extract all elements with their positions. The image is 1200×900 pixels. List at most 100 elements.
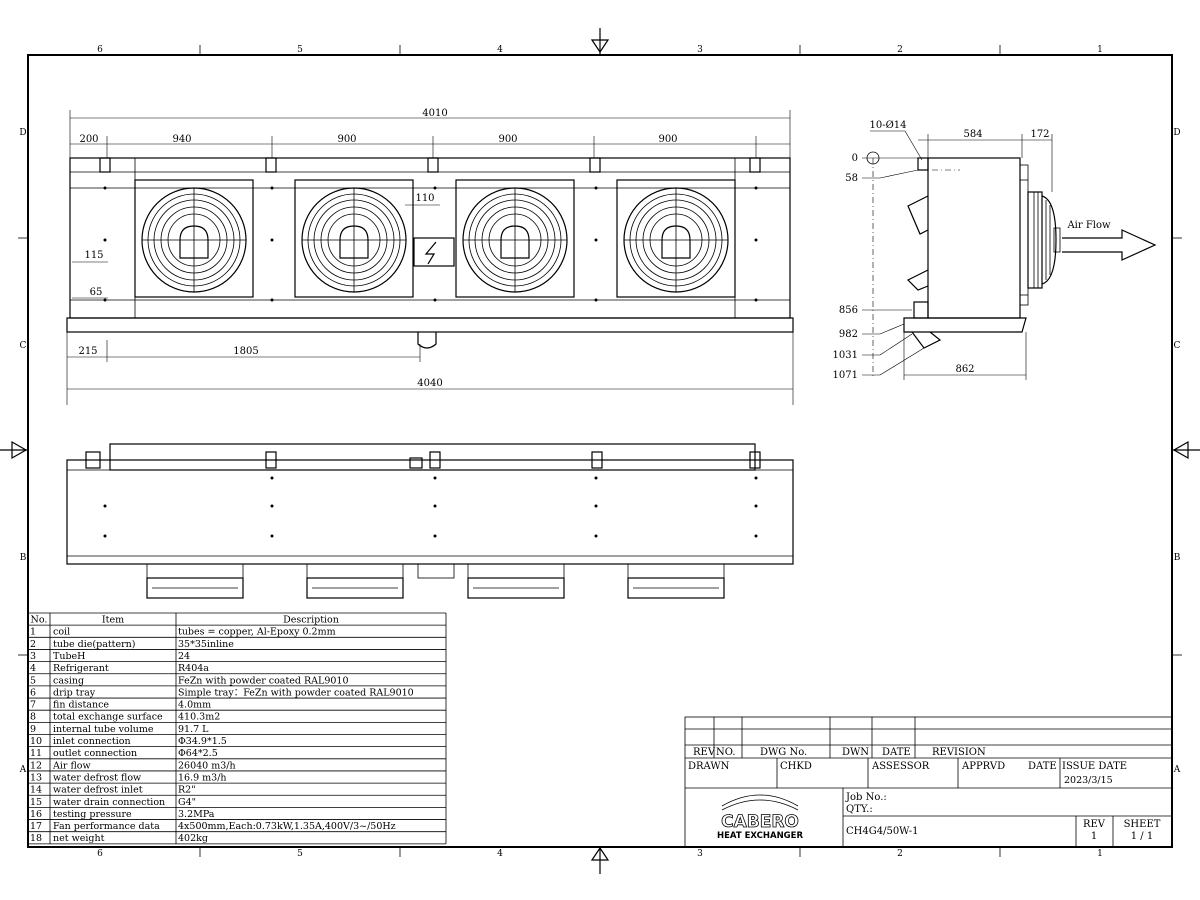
dim-overall-width: 4010 xyxy=(422,108,447,119)
mounting-brackets xyxy=(99,157,761,173)
spec-row-description: 4.0mm xyxy=(178,700,211,711)
tb-rev-header: REV xyxy=(693,747,716,758)
dim-segment-940: 940 xyxy=(172,134,191,145)
side-fan xyxy=(1027,191,1061,289)
spec-header-description: Description xyxy=(283,615,339,626)
level-58: 58 xyxy=(845,173,858,184)
spec-row-no: 9 xyxy=(30,724,36,735)
side-drain xyxy=(911,331,942,349)
zone-top-3: 3 xyxy=(697,45,703,55)
spec-row-no: 5 xyxy=(30,675,36,686)
spec-row-no: 2 xyxy=(30,639,36,650)
spec-row-item: casing xyxy=(53,675,84,686)
drip-tray xyxy=(66,317,794,333)
dim-segment-900-b: 900 xyxy=(498,134,517,145)
logo-subtitle: HEAT EXCHANGER xyxy=(717,831,803,841)
spec-row-item: net weight xyxy=(53,833,105,844)
spec-row-description: G4" xyxy=(178,797,196,808)
spec-row-description: 402kg xyxy=(178,833,208,844)
zone-top-4: 4 xyxy=(497,45,503,55)
zone-labels: 6 5 4 3 2 1 6 5 4 3 2 1 D C B A D C B A xyxy=(19,45,1181,859)
zone-right-B: B xyxy=(1174,553,1181,563)
tb-drawn: DRAWN xyxy=(688,761,730,772)
spec-row-item: Air flow xyxy=(52,760,91,771)
spec-row-description: 26040 m3/h xyxy=(178,760,236,771)
spec-row-item: total exchange surface xyxy=(53,712,163,723)
dim-1805: 1805 xyxy=(233,346,258,357)
zone-bottom-4: 4 xyxy=(497,849,503,859)
dim-overall-bottom: 4040 xyxy=(417,378,442,389)
logo-text: CABERO xyxy=(721,812,799,832)
zone-left-A: A xyxy=(19,765,27,775)
spec-row-description: 16.9 m3/h xyxy=(178,772,227,783)
spec-row-no: 16 xyxy=(30,809,42,820)
front-dimensions: 4010 200 940 900 900 900 110 115 65 215 … xyxy=(66,108,794,405)
spec-row-item: internal tube volume xyxy=(53,724,154,735)
spec-row-item: water defrost inlet xyxy=(53,785,143,796)
hole-spec: 10-Ø14 xyxy=(869,120,906,131)
spec-row-description: 410.3m2 xyxy=(178,712,220,723)
fan-4 xyxy=(616,179,736,298)
dim-segment-900-a: 900 xyxy=(337,134,356,145)
tb-rev-value: 1 xyxy=(1091,831,1097,842)
tb-date: DATE xyxy=(1028,761,1057,772)
center-mark-bottom xyxy=(590,846,610,874)
spec-row-no: 8 xyxy=(30,712,36,723)
spec-header-no: No. xyxy=(31,615,48,626)
tb-dwg-no-header: DWG No. xyxy=(760,747,807,758)
tb-issue-date-label: ISSUE DATE xyxy=(1062,761,1127,772)
spec-row-item: tube die(pattern) xyxy=(53,639,135,650)
side-dimensions: 584 172 10-Ø14 0 58 856 982 1031 1071 86… xyxy=(833,120,1111,381)
spec-row-no: 15 xyxy=(30,797,42,808)
zone-top-6: 6 xyxy=(97,45,103,55)
zone-right-A: A xyxy=(1173,765,1181,775)
spec-row-description: R2" xyxy=(178,785,196,796)
spec-row-description: Simple tray：FeZn with powder coated RAL9… xyxy=(178,687,414,698)
zone-left-C: C xyxy=(20,341,27,351)
center-mark-left xyxy=(0,440,28,460)
spec-row-no: 17 xyxy=(30,821,42,832)
zone-right-D: D xyxy=(1173,128,1180,138)
level-856: 856 xyxy=(839,305,858,316)
spec-header-item: Item xyxy=(102,615,124,626)
zone-left-D: D xyxy=(19,128,26,138)
dim-584: 584 xyxy=(963,129,982,140)
title-block: REV NO. DWG No. DWN DATE REVISION DRAWN … xyxy=(684,716,1173,848)
drawing-frame xyxy=(0,28,1200,874)
airflow-arrow xyxy=(1062,229,1157,261)
zone-bottom-1: 1 xyxy=(1097,849,1103,859)
spec-row-item: testing pressure xyxy=(53,809,132,820)
spec-row-item: Fan performance data xyxy=(53,821,160,832)
fan-1 xyxy=(134,179,254,298)
dim-segment-900-c: 900 xyxy=(658,134,677,145)
spec-row-no: 3 xyxy=(30,651,36,662)
spec-row-no: 12 xyxy=(30,760,42,771)
side-view xyxy=(866,151,1157,378)
spec-row-item: outlet connection xyxy=(53,748,137,759)
dim-110: 110 xyxy=(415,193,434,204)
tb-dwn-header: DWN xyxy=(842,747,869,758)
level-982: 982 xyxy=(839,329,858,340)
top-fans xyxy=(146,563,725,599)
center-mark-right xyxy=(1172,440,1200,460)
spec-row-item: water defrost flow xyxy=(53,772,141,783)
tb-assessor: ASSESSOR xyxy=(871,761,930,772)
spec-row-no: 1 xyxy=(30,627,36,638)
tb-revision-header: REVISION xyxy=(932,747,986,758)
company-logo: CABERO HEAT EXCHANGER xyxy=(717,794,803,841)
spec-row-item: inlet connection xyxy=(53,736,131,747)
spec-row-item: fin distance xyxy=(53,700,109,711)
zone-bottom-5: 5 xyxy=(297,849,303,859)
tb-date-header: DATE xyxy=(882,747,911,758)
dim-115: 115 xyxy=(84,250,103,261)
zone-bottom-2: 2 xyxy=(897,849,903,859)
fan-3 xyxy=(455,179,575,298)
spec-row-description: Φ34.9*1.5 xyxy=(178,736,227,747)
tb-rev-label: REV xyxy=(1083,819,1106,830)
spec-row-item: Refrigerant xyxy=(53,663,109,674)
spec-row-no: 18 xyxy=(30,833,42,844)
spec-row-no: 6 xyxy=(30,687,36,698)
spec-row-description: R404a xyxy=(178,663,209,674)
zone-left-B: B xyxy=(20,553,27,563)
